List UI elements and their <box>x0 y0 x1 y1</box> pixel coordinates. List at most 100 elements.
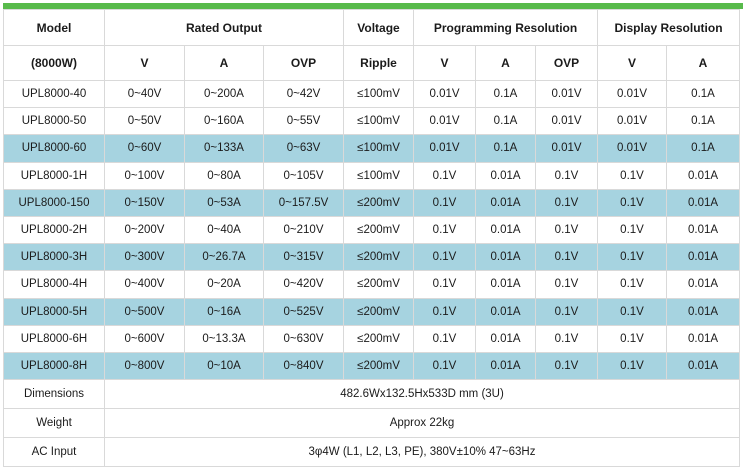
cell-prog-a: 0.01A <box>475 297 537 326</box>
cell-prog-v: 0.1V <box>413 188 477 217</box>
cell-prog-ovp: 0.1V <box>535 161 599 190</box>
cell-prog-v: 0.1V <box>413 297 477 326</box>
cell-disp-v: 0.1V <box>597 188 668 217</box>
cell-rated-a: 0~13.3A <box>184 324 264 353</box>
cell-prog-ovp: 0.1V <box>535 351 599 381</box>
cell-ripple: ≤200mV <box>343 188 415 217</box>
cell-prog-v: 0.1V <box>413 161 477 190</box>
cell-ripple: ≤200mV <box>343 324 415 353</box>
cell-prog-v: 0.1V <box>413 243 477 272</box>
specification-table: Model Rated Output Voltage Programming R… <box>3 9 741 468</box>
header-rated-ovp: OVP <box>262 45 345 81</box>
cell-rated-v: 0~100V <box>104 161 185 190</box>
cell-prog-ovp: 0.1V <box>535 297 599 326</box>
cell-rated-v: 0~600V <box>104 324 185 353</box>
cell-rated-ovp: 0~525V <box>262 297 345 326</box>
footer-label: Dimensions <box>3 379 105 410</box>
cell-disp-a: 0.01A <box>666 351 741 381</box>
cell-rated-v: 0~400V <box>104 270 185 299</box>
cell-disp-a: 0.01A <box>666 243 741 272</box>
cell-rated-v: 0~50V <box>104 107 185 136</box>
cell-prog-ovp: 0.1V <box>535 270 599 299</box>
cell-ripple: ≤100mV <box>343 107 415 136</box>
cell-disp-a: 0.01A <box>666 215 741 245</box>
cell-model: UPL8000-150 <box>3 188 105 217</box>
cell-rated-a: 0~200A <box>184 79 264 109</box>
cell-rated-ovp: 0~55V <box>262 107 345 136</box>
cell-prog-a: 0.01A <box>475 270 537 299</box>
cell-prog-a: 0.01A <box>475 351 537 381</box>
cell-prog-ovp: 0.1V <box>535 215 599 245</box>
cell-model: UPL8000-50 <box>3 107 105 136</box>
cell-ripple: ≤200mV <box>343 270 415 299</box>
cell-ripple: ≤200mV <box>343 243 415 272</box>
cell-disp-a: 0.01A <box>666 188 741 217</box>
cell-rated-a: 0~20A <box>184 270 264 299</box>
cell-prog-ovp: 0.01V <box>535 79 599 109</box>
cell-prog-a: 0.01A <box>475 324 537 353</box>
cell-rated-ovp: 0~42V <box>262 79 345 109</box>
cell-model: UPL8000-2H <box>3 215 105 245</box>
cell-prog-a: 0.1A <box>475 134 537 163</box>
cell-prog-a: 0.1A <box>475 79 537 109</box>
cell-prog-ovp: 0.01V <box>535 134 599 163</box>
footer-label: AC Input <box>3 437 105 468</box>
header-prog-v: V <box>413 45 477 81</box>
cell-ripple: ≤200mV <box>343 215 415 245</box>
footer-value: 3φ4W (L1, L2, L3, PE), 380V±10% 47~63Hz <box>103 437 741 468</box>
header-programming-resolution: Programming Resolution <box>413 9 599 46</box>
cell-rated-a: 0~53A <box>184 188 264 217</box>
cell-rated-a: 0~160A <box>184 107 264 136</box>
cell-rated-v: 0~150V <box>104 188 185 217</box>
cell-disp-v: 0.1V <box>597 270 668 299</box>
cell-prog-a: 0.01A <box>475 215 537 245</box>
cell-prog-v: 0.1V <box>413 270 477 299</box>
header-rated-v: V <box>104 45 185 81</box>
cell-rated-a: 0~80A <box>184 161 264 190</box>
cell-ripple: ≤100mV <box>343 79 415 109</box>
cell-prog-a: 0.01A <box>475 243 537 272</box>
cell-model: UPL8000-6H <box>3 324 105 353</box>
cell-rated-ovp: 0~840V <box>262 351 345 381</box>
cell-disp-v: 0.01V <box>597 107 668 136</box>
cell-rated-v: 0~200V <box>104 215 185 245</box>
cell-prog-v: 0.1V <box>413 324 477 353</box>
header-voltage: Voltage <box>343 9 415 46</box>
cell-rated-a: 0~16A <box>184 297 264 326</box>
cell-prog-ovp: 0.1V <box>535 188 599 217</box>
cell-rated-a: 0~133A <box>184 134 264 163</box>
header-rated-a: A <box>184 45 264 81</box>
cell-ripple: ≤100mV <box>343 134 415 163</box>
cell-disp-a: 0.01A <box>666 297 741 326</box>
cell-prog-ovp: 0.1V <box>535 324 599 353</box>
cell-prog-v: 0.01V <box>413 134 477 163</box>
cell-prog-ovp: 0.01V <box>535 107 599 136</box>
cell-model: UPL8000-4H <box>3 270 105 299</box>
cell-rated-ovp: 0~315V <box>262 243 345 272</box>
header-row-top: Model Rated Output Voltage Programming R… <box>3 9 741 46</box>
cell-disp-a: 0.01A <box>666 324 741 353</box>
cell-rated-ovp: 0~630V <box>262 324 345 353</box>
cell-ripple: ≤100mV <box>343 161 415 190</box>
cell-disp-v: 0.1V <box>597 243 668 272</box>
cell-disp-a: 0.01A <box>666 270 741 299</box>
cell-rated-a: 0~10A <box>184 351 264 381</box>
cell-prog-a: 0.01A <box>475 188 537 217</box>
cell-disp-a: 0.01A <box>666 161 741 190</box>
footer-value: Approx 22kg <box>103 408 741 439</box>
cell-rated-ovp: 0~105V <box>262 161 345 190</box>
cell-model: UPL8000-40 <box>3 79 105 109</box>
accent-bar <box>3 3 743 9</box>
